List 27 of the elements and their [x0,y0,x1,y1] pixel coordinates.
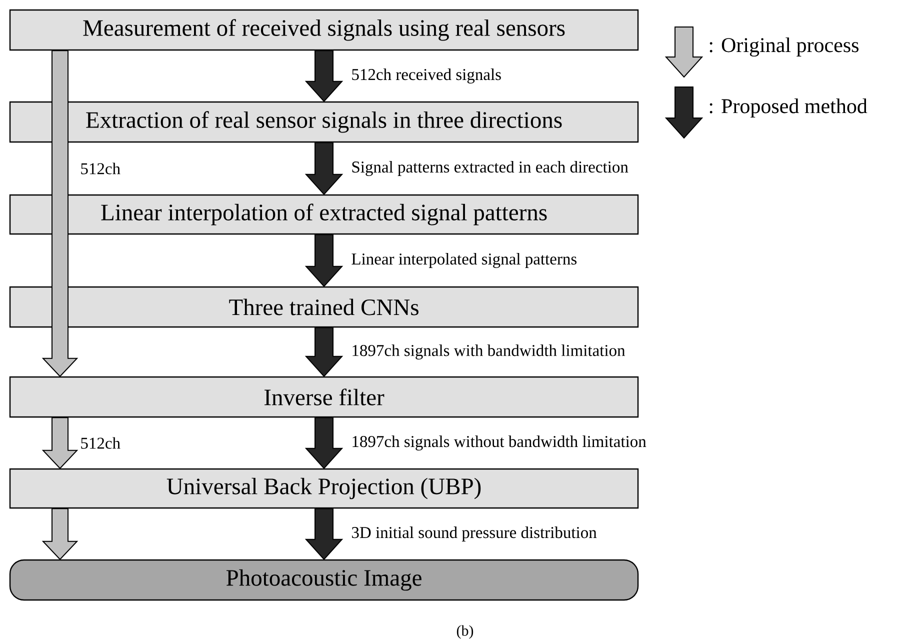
process-box: Universal Back Projection (UBP) [9,468,639,509]
process-box: Extraction of real sensor signals in three directions [9,101,639,143]
process-box: Photoacoustic Image [9,559,639,601]
edge-label: 512ch [79,162,122,176]
process-box: Measurement of received signals using real sensors [9,9,639,51]
block-arrow [304,50,344,102]
process-box: Inverse filter [9,376,639,418]
caption: (b) [456,625,474,639]
edge-label: 1897ch signals without bandwidth limitation [350,434,648,452]
block-arrow [42,50,78,378]
edge-label: Linear interpolated signal patterns [350,252,578,269]
legend-text: : Original process [710,37,858,57]
edge-label: 3D initial sound pressure distribution [350,526,598,542]
block-arrow [42,508,78,560]
block-arrow [304,142,344,196]
block-arrow [42,417,78,470]
edge-label: 512ch [79,436,122,450]
block-arrow [304,508,344,560]
process-box: Linear interpolation of extracted signal patterns [9,194,639,235]
legend-text: : Proposed method [710,98,868,118]
block-arrow [304,327,344,378]
edge-label: Signal patterns extracted in each direction [350,160,630,177]
edge-label: 512ch received signals [350,68,502,84]
process-box: Three trained CNNs [9,286,639,328]
block-arrow [304,417,344,470]
edge-label: 1897ch signals with bandwidth limitation [350,344,626,360]
block-arrow [304,234,344,288]
